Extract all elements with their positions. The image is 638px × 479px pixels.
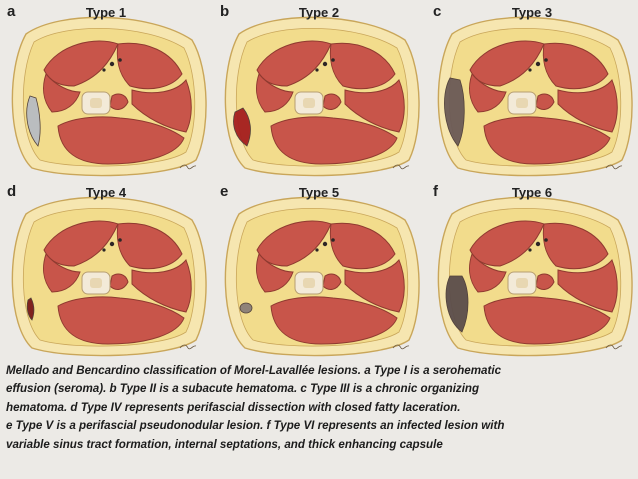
panel-title: Type 5 [298, 185, 340, 200]
panel-title: Type 6 [511, 185, 553, 200]
panel-letter: f [433, 183, 438, 200]
muscle-groups [256, 40, 405, 165]
femur-marrow [303, 98, 315, 108]
illustrator-signature [392, 344, 410, 350]
illustrator-signature [605, 344, 623, 350]
vessels [315, 58, 335, 72]
lesion-seroma [26, 95, 41, 147]
panel-type-1: a Type 1 [0, 0, 212, 180]
thigh-cross-section [11, 196, 207, 357]
lesion-chronic-organizing-hematoma [444, 77, 465, 147]
illustrator-signature [605, 164, 623, 170]
illustrator-signature [179, 164, 197, 170]
illustrator-signature [392, 164, 410, 170]
panel-letter: c [433, 3, 442, 20]
vessels [528, 58, 548, 72]
panel-letter: a [7, 3, 16, 20]
lesion-perifascial-dissection [26, 297, 35, 321]
femur-marrow [303, 278, 315, 288]
lesion-infected-lesion [445, 275, 469, 333]
illustrator-signature [179, 344, 197, 350]
figure-caption: Mellado and Bencardino classification of… [6, 362, 632, 470]
panel-title: Type 3 [511, 5, 553, 20]
muscle-groups [469, 220, 618, 345]
vessels [102, 238, 122, 252]
illustration-grid: a Type 1 b Type 2 c Type 3 d Type 4 e Type 5 f Type… [0, 0, 638, 360]
panel-type-6: f Type 6 [426, 180, 638, 360]
muscle-groups [469, 40, 618, 165]
caption-line: Mellado and Bencardino classification of… [6, 364, 502, 377]
panel-letter: d [7, 183, 17, 200]
muscle-groups [43, 40, 192, 165]
femur-marrow [516, 98, 528, 108]
thigh-cross-section [224, 16, 420, 177]
panel-letter: b [220, 3, 230, 20]
thigh-cross-section [437, 196, 633, 357]
panel-title: Type 2 [298, 5, 340, 20]
caption-line: variable sinus tract formation, internal… [6, 437, 443, 451]
panel-title: Type 4 [85, 185, 127, 200]
thigh-cross-section [224, 196, 420, 357]
vessels [102, 58, 122, 72]
thigh-cross-section [11, 16, 207, 177]
lesion-subacute-hematoma [233, 107, 251, 147]
femur-marrow [90, 278, 102, 288]
caption-line: effusion (seroma). b Type II is a subacu… [6, 382, 480, 396]
caption-line: e Type V is a perifascial pseudonodular … [6, 419, 505, 433]
muscle-groups [43, 220, 192, 345]
panel-type-4: d Type 4 [0, 180, 212, 360]
caption-line: hematoma. d Type IV represents perifasci… [6, 400, 461, 414]
muscle-groups [256, 220, 405, 345]
panel-type-2: b Type 2 [213, 0, 425, 180]
femur-marrow [516, 278, 528, 288]
vessels [315, 238, 335, 252]
panel-type-3: c Type 3 [426, 0, 638, 180]
lesion-pseudonodular-lesion [239, 302, 253, 314]
femur-marrow [90, 98, 102, 108]
thigh-cross-section [437, 16, 633, 177]
panel-letter: e [220, 183, 229, 200]
vessels [528, 238, 548, 252]
panel-type-5: e Type 5 [213, 180, 425, 360]
panel-title: Type 1 [85, 5, 127, 20]
